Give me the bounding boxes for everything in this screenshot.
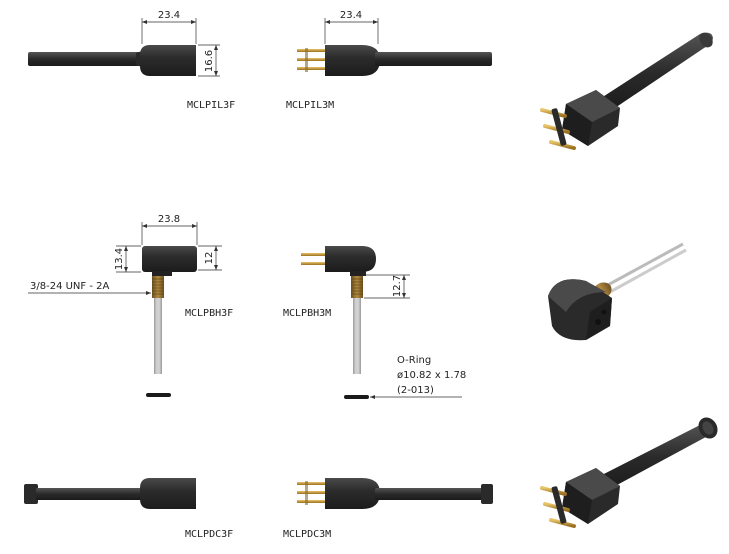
part-label-mclpbh3f: MCLPBH3F	[185, 308, 233, 319]
mclpbh3f-drawing: 23.8 13.4 12	[28, 214, 222, 397]
dim-il3f-width: 23.4	[158, 10, 180, 21]
oring-title: O-Ring	[397, 355, 431, 366]
dim-il3m-width: 23.4	[340, 10, 362, 21]
dim-bh3f-width: 23.8	[158, 214, 180, 225]
mclpil3m-drawing: 23.4	[297, 10, 492, 76]
thread-callout: 3/8-24 UNF - 2A	[30, 281, 109, 292]
mclpdc3f-drawing	[24, 478, 196, 509]
part-label-mclpdc3m: MCLPDC3M	[283, 529, 331, 540]
mclpbh3m-drawing: 12.7	[301, 246, 462, 399]
mclpil3f-drawing: 23.4 16.6	[28, 10, 220, 77]
part-label-mclpil3f: MCLPIL3F	[187, 100, 235, 111]
part-label-mclpdc3f: MCLPDC3F	[185, 529, 233, 540]
mclpil3m-3d-view	[540, 32, 713, 150]
part-label-mclpil3m: MCLPIL3M	[286, 100, 334, 111]
oring-size: ø10.82 x 1.78	[397, 370, 466, 381]
mclpbh3m-3d-view	[548, 242, 687, 341]
mclpdc3m-3d-view	[540, 417, 718, 528]
dim-bh3f-height: 12	[204, 252, 215, 265]
oring-code: (2-013)	[397, 385, 434, 396]
mclpdc3m-drawing	[297, 478, 493, 509]
dim-bh3f-body-height: 13.4	[114, 248, 125, 270]
dim-il3f-height: 16.6	[204, 50, 215, 72]
part-label-mclpbh3m: MCLPBH3M	[283, 308, 331, 319]
dim-bh3m-thread-length: 12.7	[392, 275, 403, 297]
